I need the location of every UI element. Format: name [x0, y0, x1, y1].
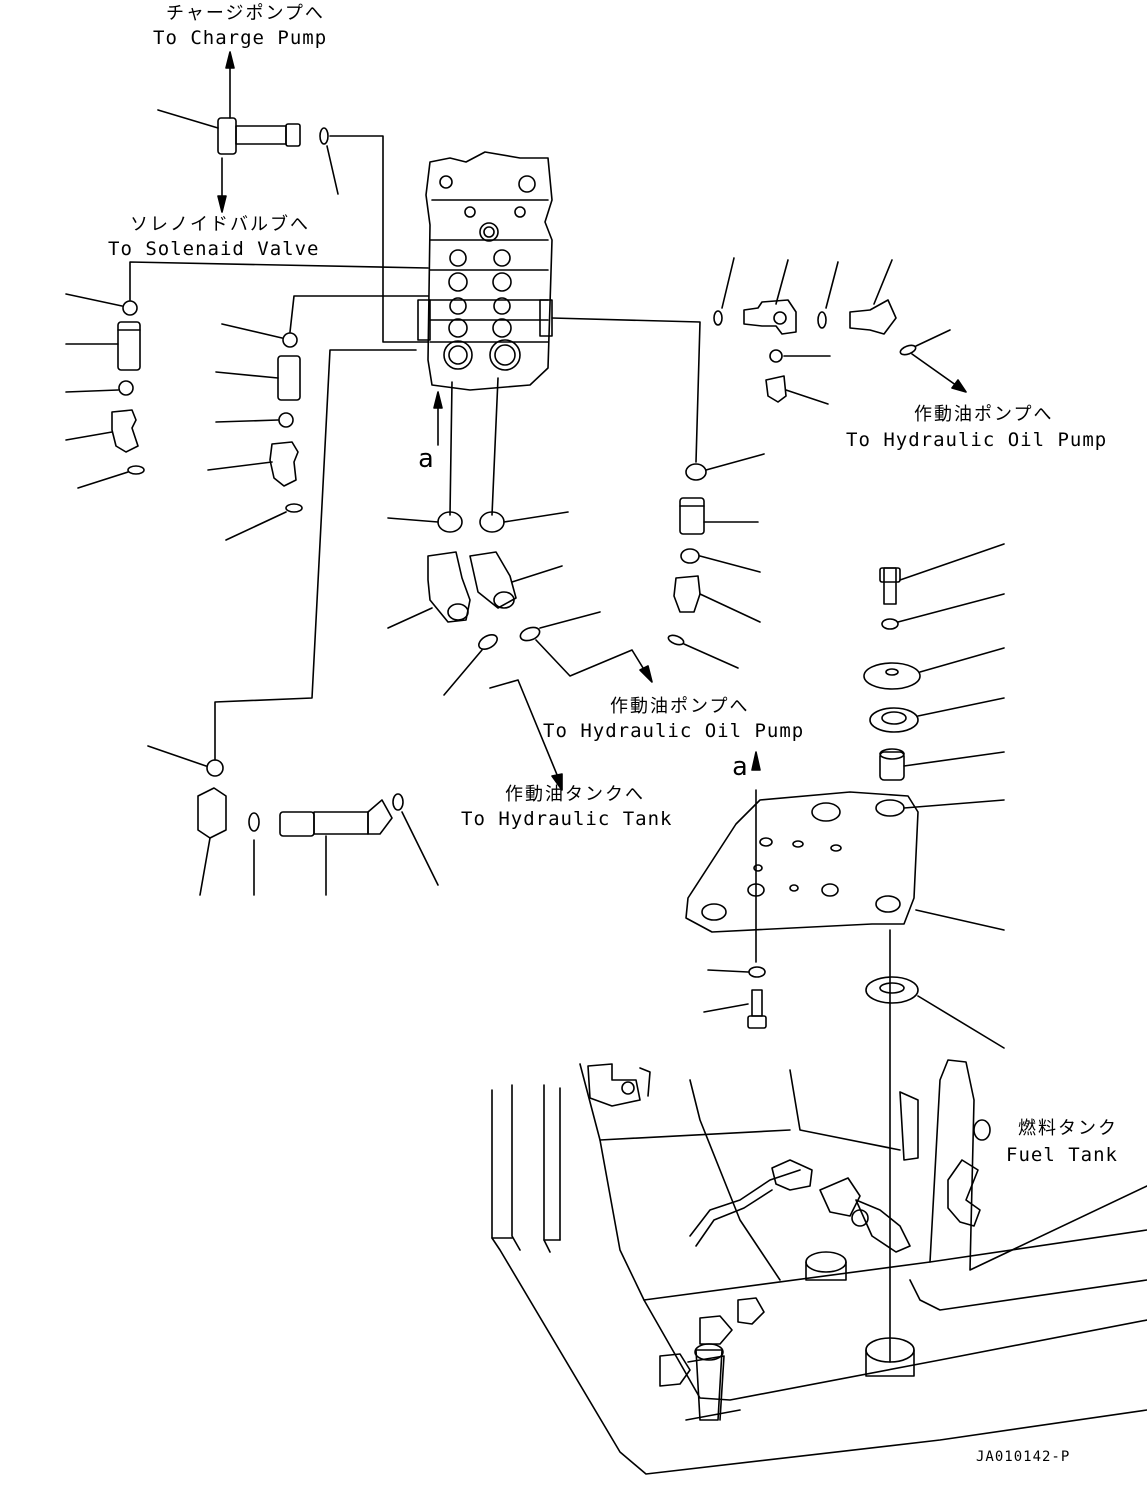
lower-left-fittings [147, 349, 439, 896]
chassis-frame [491, 1059, 1147, 1475]
solenoid-valve-label-en: To Solenaid Valve [108, 238, 320, 260]
middle-elbow-fittings [387, 377, 653, 791]
hydraulic-pump-label-jp-2: 作動油ポンプへ [610, 696, 750, 717]
view-a-label-1: a [418, 444, 435, 474]
view-arrow-a-1 [433, 391, 443, 446]
isolator-stack [863, 543, 1005, 1363]
hydraulic-pump-label-jp-1: 作動油ポンプへ [914, 404, 1054, 425]
charge-pump-label-en: To Charge Pump [153, 27, 328, 49]
mounting-plate [685, 751, 1005, 1029]
charge-pump-label-jp: チャージポンプへ [166, 3, 325, 24]
fuel-tank-label-en: Fuel Tank [1006, 1144, 1118, 1166]
hydraulic-pump-label-en-2: To Hydraulic Oil Pump [543, 720, 805, 742]
hydraulic-tank-label-jp: 作動油タンクへ [505, 784, 645, 805]
right-fitting-stack [667, 453, 765, 669]
control-valve-block [417, 151, 553, 391]
charge-pump-tee-fitting [157, 51, 429, 343]
view-a-label-2: a [732, 752, 749, 782]
hydraulic-pump-label-en-1: To Hydraulic Oil Pump [846, 429, 1108, 451]
left-fitting-stack [65, 261, 429, 489]
middle-left-fitting-stack [207, 295, 429, 541]
drawing-code: JA010142-P [976, 1449, 1071, 1465]
solenoid-valve-label-jp: ソレノイドバルブへ [130, 214, 310, 235]
right-hose-fittings [551, 257, 967, 463]
hydraulic-tank-label-en: To Hydraulic Tank [461, 808, 673, 830]
fuel-tank-label-jp: 燃料タンク [1018, 1118, 1118, 1139]
